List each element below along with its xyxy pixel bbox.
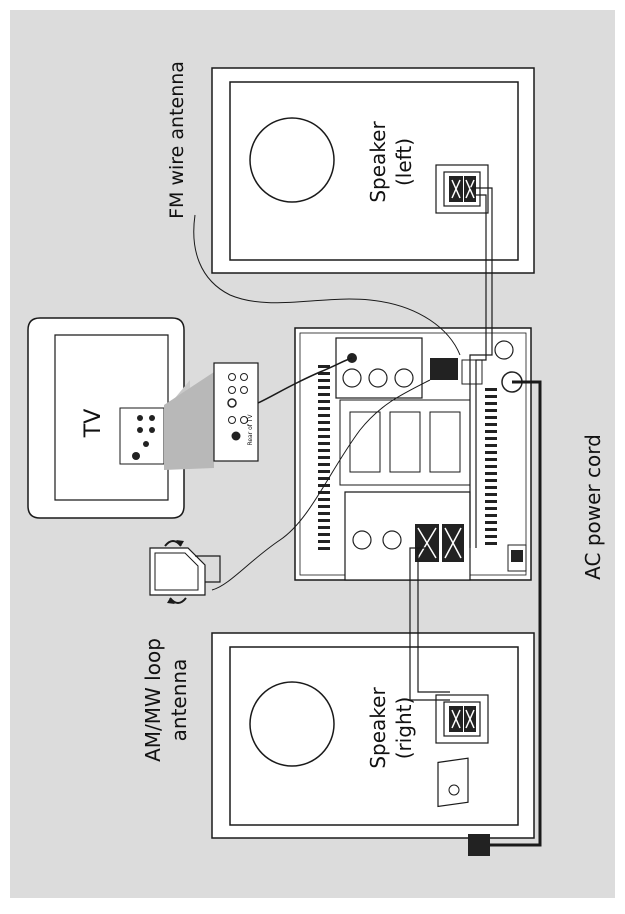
speaker-left-terminal — [435, 164, 489, 214]
speaker-left-woofer — [249, 117, 335, 203]
speaker-left-label-1: Speaker — [366, 121, 390, 203]
am-loop-antenna — [149, 540, 221, 604]
speaker-right-woofer — [249, 681, 335, 767]
speaker-left: Speaker (left) — [211, 67, 535, 274]
tv-label: TV — [81, 409, 106, 439]
fm-antenna-label: FM wire antenna — [166, 61, 188, 219]
speaker-right-terminal — [435, 694, 489, 744]
main-unit — [294, 327, 532, 581]
cables — [193, 187, 542, 847]
speaker-left-label-2: (left) — [392, 138, 416, 186]
am-antenna-label-1: AM/MW loop — [141, 638, 165, 762]
speaker-right: Speaker (right) — [211, 632, 535, 839]
ac-cord-label: AC power cord — [581, 434, 605, 580]
vent-slots — [318, 365, 497, 550]
am-antenna-label-2: antenna — [167, 659, 191, 742]
tv-rear-panel: Rear of TV — [164, 362, 259, 470]
rear-of-tv-label: Rear of TV — [247, 414, 254, 446]
wall-outlet — [437, 757, 490, 856]
speaker-right-label-2: (right) — [392, 697, 416, 760]
speaker-right-label-1: Speaker — [366, 687, 390, 769]
tv: TV — [27, 317, 185, 519]
